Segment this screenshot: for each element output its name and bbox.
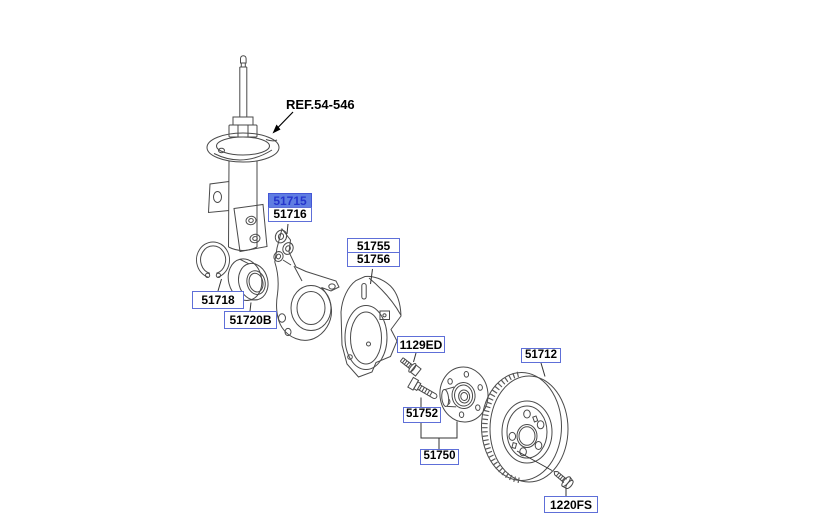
wheel-stud-drawing: [407, 376, 438, 399]
steering-knuckle-drawing: [273, 227, 340, 341]
leader-lines: [217, 223, 567, 496]
part-label-1129ED[interactable]: 1129ED: [397, 336, 445, 353]
screw-drawing: [553, 471, 574, 490]
part-label-51752[interactable]: 51752: [403, 407, 441, 423]
part-label-51756[interactable]: 51756: [347, 251, 400, 267]
wheel-bearing-drawing: [227, 258, 269, 301]
ref-label[interactable]: REF.54-546: [286, 97, 355, 112]
part-label-51718[interactable]: 51718: [192, 291, 244, 309]
part-label-51716[interactable]: 51716: [268, 206, 312, 222]
part-label-group-51715-51716: 51715 51716: [268, 193, 312, 222]
snap-ring-drawing: [196, 241, 230, 278]
ref-arrow: [272, 111, 294, 134]
part-label-51712[interactable]: 51712: [521, 348, 561, 363]
part-label-51755[interactable]: 51755: [347, 238, 400, 253]
part-label-51750[interactable]: 51750: [420, 449, 459, 465]
part-label-51715[interactable]: 51715: [268, 193, 312, 208]
bolt-drawing: [399, 357, 422, 377]
dust-shield-drawing: [340, 275, 402, 378]
brake-disc-drawing: [481, 371, 569, 484]
part-label-51720B[interactable]: 51720B: [224, 311, 277, 329]
part-label-group-51755-51756: 51755 51756: [347, 238, 400, 267]
hub-drawing: [439, 366, 489, 423]
part-label-1220FS[interactable]: 1220FS: [544, 496, 598, 513]
strut-drawing: [206, 55, 280, 253]
